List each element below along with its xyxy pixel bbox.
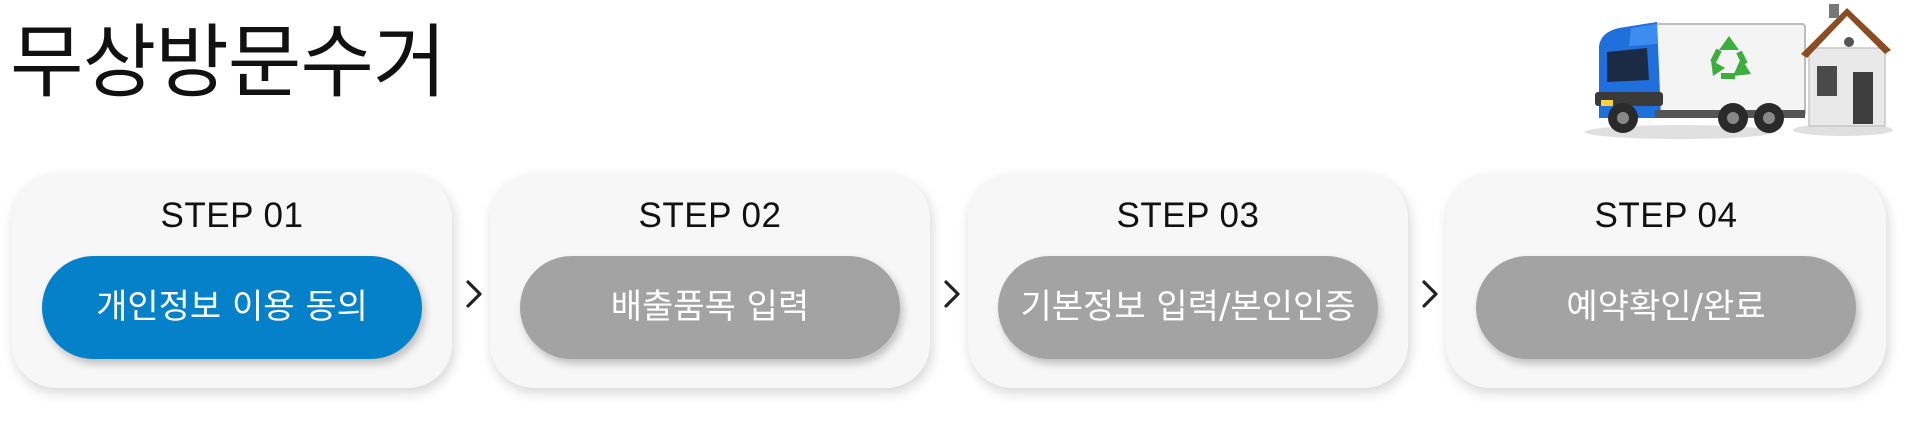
step-label: STEP 01 [160,196,304,235]
page-title: 무상방문수거 [10,16,447,109]
step-label: STEP 03 [1116,196,1260,235]
step-card-4: STEP 04 예약확인/완료 [1446,174,1886,388]
house-icon [1793,4,1893,136]
recycle-icon [1710,36,1751,79]
step-card-3: STEP 03 기본정보 입력/본인인증 [968,174,1408,388]
chevron-right-icon [1422,280,1438,308]
step-card-1: STEP 01 개인정보 이용 동의 [12,174,452,388]
step-3-button[interactable]: 기본정보 입력/본인인증 [998,256,1378,359]
step-label: STEP 02 [638,196,782,235]
step-2-button[interactable]: 배출품목 입력 [520,256,900,359]
truck-icon [1585,22,1806,139]
step-1-button[interactable]: 개인정보 이용 동의 [42,256,422,359]
chevron-right-icon [466,280,482,308]
chevron-right-icon [944,280,960,308]
hero-illustration [1585,2,1895,142]
step-card-2: STEP 02 배출품목 입력 [490,174,930,388]
step-progress: STEP 01 개인정보 이용 동의 STEP 02 배출품목 입력 STEP … [12,174,1892,388]
step-4-button[interactable]: 예약확인/완료 [1476,256,1856,359]
step-label: STEP 04 [1594,196,1738,235]
